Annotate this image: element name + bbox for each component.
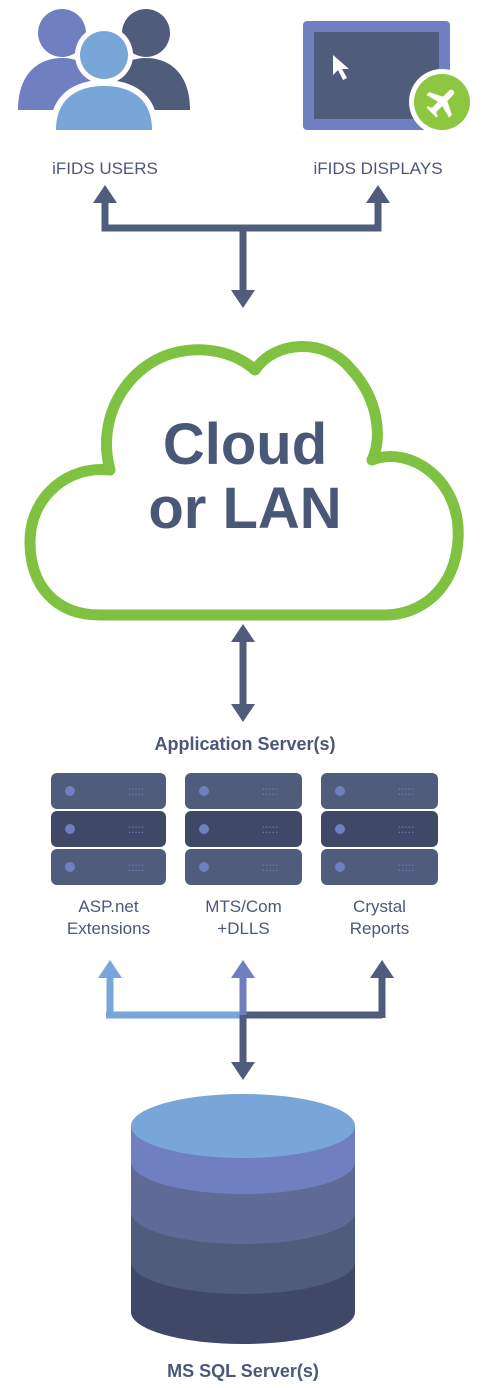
cloud-icon bbox=[24, 341, 464, 621]
server2-label-line2: +DLLS bbox=[217, 919, 270, 938]
svg-text::::::: ::::: bbox=[398, 822, 415, 836]
svg-text::::::: ::::: bbox=[398, 860, 415, 874]
svg-text::::::: ::::: bbox=[128, 822, 145, 836]
cloud-title-line1: Cloud bbox=[162, 412, 328, 477]
server-rack-3: ::::: ::::: ::::: bbox=[321, 773, 438, 885]
svg-text::::::: ::::: bbox=[128, 860, 145, 874]
displays-label: iFIDS DISPLAYS bbox=[313, 159, 443, 178]
server1-label-line1: ASP.net bbox=[78, 897, 139, 916]
server-rack-2: ::::: ::::: ::::: bbox=[185, 773, 302, 885]
airplane-badge-icon bbox=[409, 69, 475, 135]
server-db-connector bbox=[98, 960, 394, 1080]
app-server-title: Application Server(s) bbox=[154, 734, 336, 754]
cloud-title-line2: or LAN bbox=[148, 476, 342, 541]
database-cylinder-icon bbox=[131, 1094, 355, 1344]
top-connector bbox=[101, 200, 382, 296]
svg-text::::::: ::::: bbox=[262, 784, 279, 798]
svg-text::::::: ::::: bbox=[262, 822, 279, 836]
server3-label-line1: Crystal bbox=[353, 897, 406, 916]
svg-text::::::: ::::: bbox=[128, 784, 145, 798]
server1-label-line2: Extensions bbox=[66, 919, 151, 938]
users-group-icon bbox=[18, 9, 190, 130]
server3-label-line2: Reports bbox=[349, 919, 410, 938]
db-label: MS SQL Server(s) bbox=[167, 1361, 319, 1381]
svg-text::::::: ::::: bbox=[262, 860, 279, 874]
cloud-app-connector bbox=[231, 624, 255, 722]
server-rack-1: ::::: ::::: ::::: bbox=[51, 773, 166, 885]
users-label: iFIDS USERS bbox=[52, 159, 158, 178]
svg-text::::::: ::::: bbox=[398, 784, 415, 798]
server2-label-line1: MTS/Com bbox=[205, 897, 282, 916]
